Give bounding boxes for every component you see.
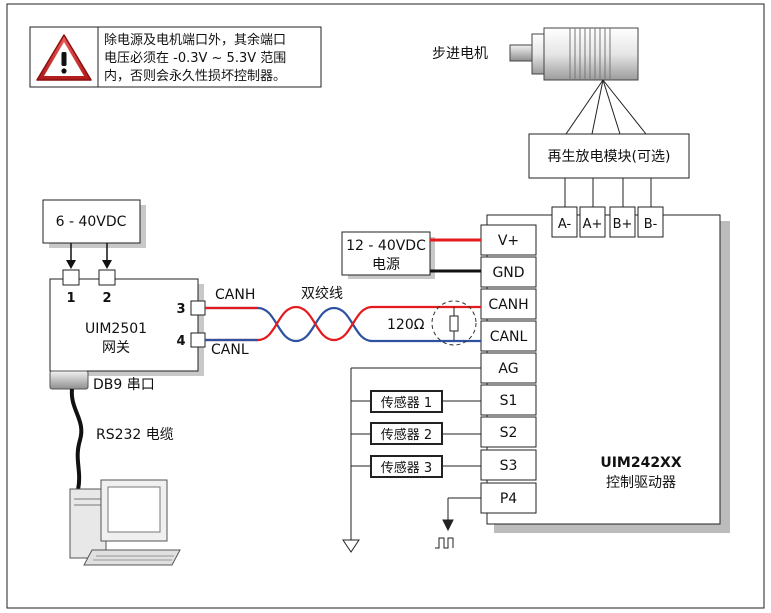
motor-flange <box>531 33 545 75</box>
pin-b-minus: B- <box>644 217 658 232</box>
gateway-pin-1: 1 <box>66 291 75 306</box>
warning-line-2: 电压必须在 -0.3V ~ 5.3V 范围 <box>104 51 286 66</box>
port-canl: CANL <box>490 329 528 345</box>
gateway-desc: 网关 <box>102 340 130 356</box>
db9-connector <box>49 370 89 390</box>
port-s2: S2 <box>500 425 518 441</box>
computer-icon <box>69 479 181 566</box>
pin-a-minus: A- <box>558 217 572 232</box>
regen-module: 再生放电模块(可选) <box>528 133 690 207</box>
left-power-voltage: 6 - 40VDC <box>56 214 127 230</box>
port-p4: P4 <box>500 491 517 507</box>
gateway-pin-2: 2 <box>102 291 111 306</box>
port-s3: S3 <box>500 458 518 474</box>
gateway-name: UIM2501 <box>85 321 147 337</box>
power-supply-right: 12 - 40VDC 电源 <box>341 231 481 279</box>
port-s1: S1 <box>500 393 518 409</box>
port-gnd: GND <box>492 265 524 281</box>
pulse-signal-icon <box>435 537 454 549</box>
sensor-1: 传感器 1 <box>381 395 432 411</box>
motor-shaft <box>509 44 533 62</box>
gateway-canl-label: CANL <box>211 342 249 358</box>
power-voltage: 12 - 40VDC <box>346 238 426 254</box>
warning-line-1: 除电源及电机端口外，其余端口 <box>104 32 286 48</box>
controller-ports: V+ GND CANH CANL AG S1 S2 S3 P4 <box>480 224 537 514</box>
pin-a-plus: A+ <box>583 217 603 232</box>
ground-icon <box>342 539 360 553</box>
gateway-pin-4: 4 <box>176 334 185 349</box>
regen-label: 再生放电模块(可选) <box>548 149 671 165</box>
can-twisted-pair <box>205 305 481 343</box>
stepper-motor: 步进电机 <box>432 27 647 135</box>
warning-icon <box>36 34 92 81</box>
resistor-value: 120Ω <box>387 317 425 333</box>
rs232-cable <box>69 388 84 491</box>
controller-desc: 控制驱动器 <box>606 475 676 491</box>
port-vplus: V+ <box>498 233 519 249</box>
port-canh: CANH <box>488 297 528 313</box>
controller-name: UIM242XX <box>600 455 682 471</box>
gateway-canh-label: CANH <box>215 287 255 303</box>
db9-label: DB9 串口 <box>93 377 155 393</box>
p4-output <box>435 497 481 549</box>
twisted-pair-label: 双绞线 <box>301 285 343 302</box>
power-supply-left: 6 - 40VDC <box>42 199 146 269</box>
pin-b-plus: B+ <box>613 217 633 232</box>
motor-body <box>543 27 639 81</box>
motor-label: 步进电机 <box>432 46 488 62</box>
gateway-uim2501: 1 2 3 4 UIM2501 网关 CANH CANL DB9 串口 <box>49 269 255 393</box>
sensor-wiring <box>350 367 481 540</box>
regen-pins: A- A+ B+ B- <box>551 206 664 238</box>
power-label: 电源 <box>372 257 400 273</box>
termination-resistor: 120Ω <box>387 300 477 346</box>
warning-line-3: 内，否则会永久性损坏控制器。 <box>104 68 286 84</box>
sensors: 传感器 1 传感器 2 传感器 3 <box>370 390 443 478</box>
sensor-2: 传感器 2 <box>381 427 432 443</box>
gateway-pin-3: 3 <box>176 302 185 317</box>
port-ag: AG <box>498 361 518 377</box>
rs232-label: RS232 电缆 <box>96 427 174 443</box>
motor-wires <box>565 79 647 135</box>
warning-box: 除电源及电机端口外，其余端口 电压必须在 -0.3V ~ 5.3V 范围 内，否… <box>29 26 322 88</box>
sensor-3: 传感器 3 <box>381 460 432 476</box>
outer-frame <box>6 3 765 609</box>
